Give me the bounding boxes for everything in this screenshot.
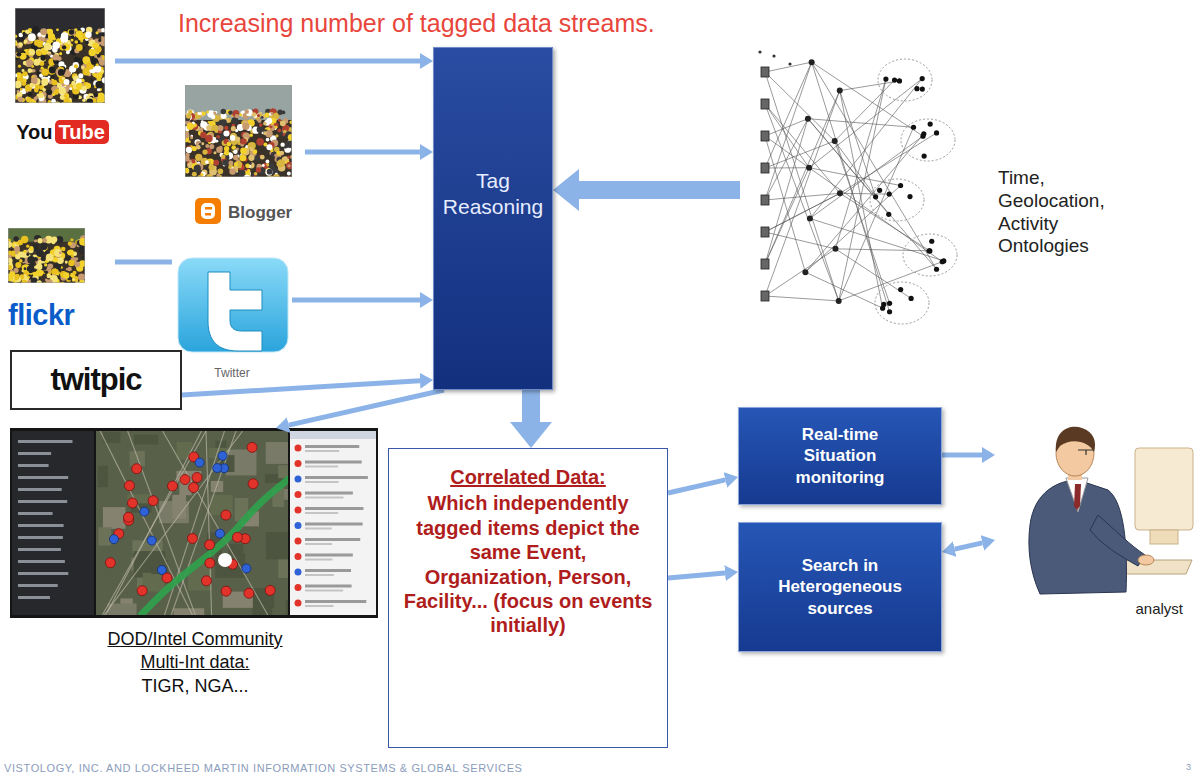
flow-arrow bbox=[292, 298, 420, 303]
flow-arrow bbox=[522, 390, 540, 422]
box-label: Search in Heterogeneous sources bbox=[773, 555, 907, 619]
ontology-graph bbox=[758, 50, 957, 324]
source-label: DOD/Intel Community Multi-Int data: bbox=[85, 628, 305, 673]
logo-node: twitpic bbox=[10, 350, 182, 410]
result-text: Correlated Data: bbox=[450, 465, 606, 489]
blogger-photo bbox=[185, 85, 292, 177]
logo-node: YouTube bbox=[10, 5, 115, 150]
twitter-logo bbox=[178, 258, 288, 352]
logo-text: Twitter bbox=[214, 366, 249, 380]
process-box: Tag Reasoning bbox=[433, 47, 553, 390]
flow-arrow bbox=[668, 480, 725, 493]
flow-arrow bbox=[579, 181, 740, 199]
user-node: analyst bbox=[995, 430, 1195, 622]
footer-text: VISTOLOGY, INC. AND LOCKHEED MARTIN INFO… bbox=[4, 762, 523, 775]
result-box: Correlated Data:Which independently tagg… bbox=[388, 448, 668, 748]
logo-text: Blogger bbox=[228, 203, 292, 223]
flow-arrow bbox=[668, 573, 725, 578]
ontology-label: Time, Geolocation, Activity Ontologies bbox=[998, 167, 1138, 258]
blogger-icon bbox=[195, 198, 221, 224]
map-screenshot bbox=[10, 428, 378, 633]
flow-arrow bbox=[305, 150, 420, 155]
process-box: Real-time Situation monitoring bbox=[738, 407, 942, 505]
logo-text: flickr bbox=[8, 300, 74, 332]
page-number: 3 bbox=[1186, 762, 1191, 773]
flow-arrow bbox=[182, 381, 420, 395]
logo-text: You bbox=[16, 120, 52, 144]
data-source-node: DOD/Intel Community Multi-Int data:TIGR,… bbox=[10, 428, 380, 698]
logo-node: flickr bbox=[5, 226, 115, 334]
flow-arrow bbox=[115, 260, 172, 265]
logo-text: twitpic bbox=[50, 363, 141, 397]
flow-arrow bbox=[115, 59, 420, 64]
flow-arrow bbox=[955, 543, 983, 549]
source-label: TIGR, NGA... bbox=[141, 675, 248, 698]
user-label: analyst bbox=[1135, 600, 1183, 618]
box-label: Real-time Situation monitoring bbox=[773, 424, 907, 488]
flow-arrow bbox=[289, 390, 444, 425]
result-text: Which independently tagged items depict … bbox=[403, 491, 653, 637]
ontology-node: Time, Geolocation, Activity Ontologies bbox=[740, 45, 1140, 335]
flow-arrow bbox=[942, 453, 982, 458]
logo-node: Blogger bbox=[180, 82, 305, 232]
logo-text: Tube bbox=[55, 120, 109, 144]
flickr-photo bbox=[8, 228, 85, 283]
youtube-photo bbox=[15, 8, 105, 103]
slide-title: Increasing number of tagged data streams… bbox=[178, 8, 655, 38]
analyst-figure bbox=[1029, 427, 1193, 594]
box-label: Tag Reasoning bbox=[438, 168, 548, 221]
process-box: Search in Heterogeneous sources bbox=[738, 522, 942, 652]
logo-node: Twitter bbox=[172, 256, 292, 383]
